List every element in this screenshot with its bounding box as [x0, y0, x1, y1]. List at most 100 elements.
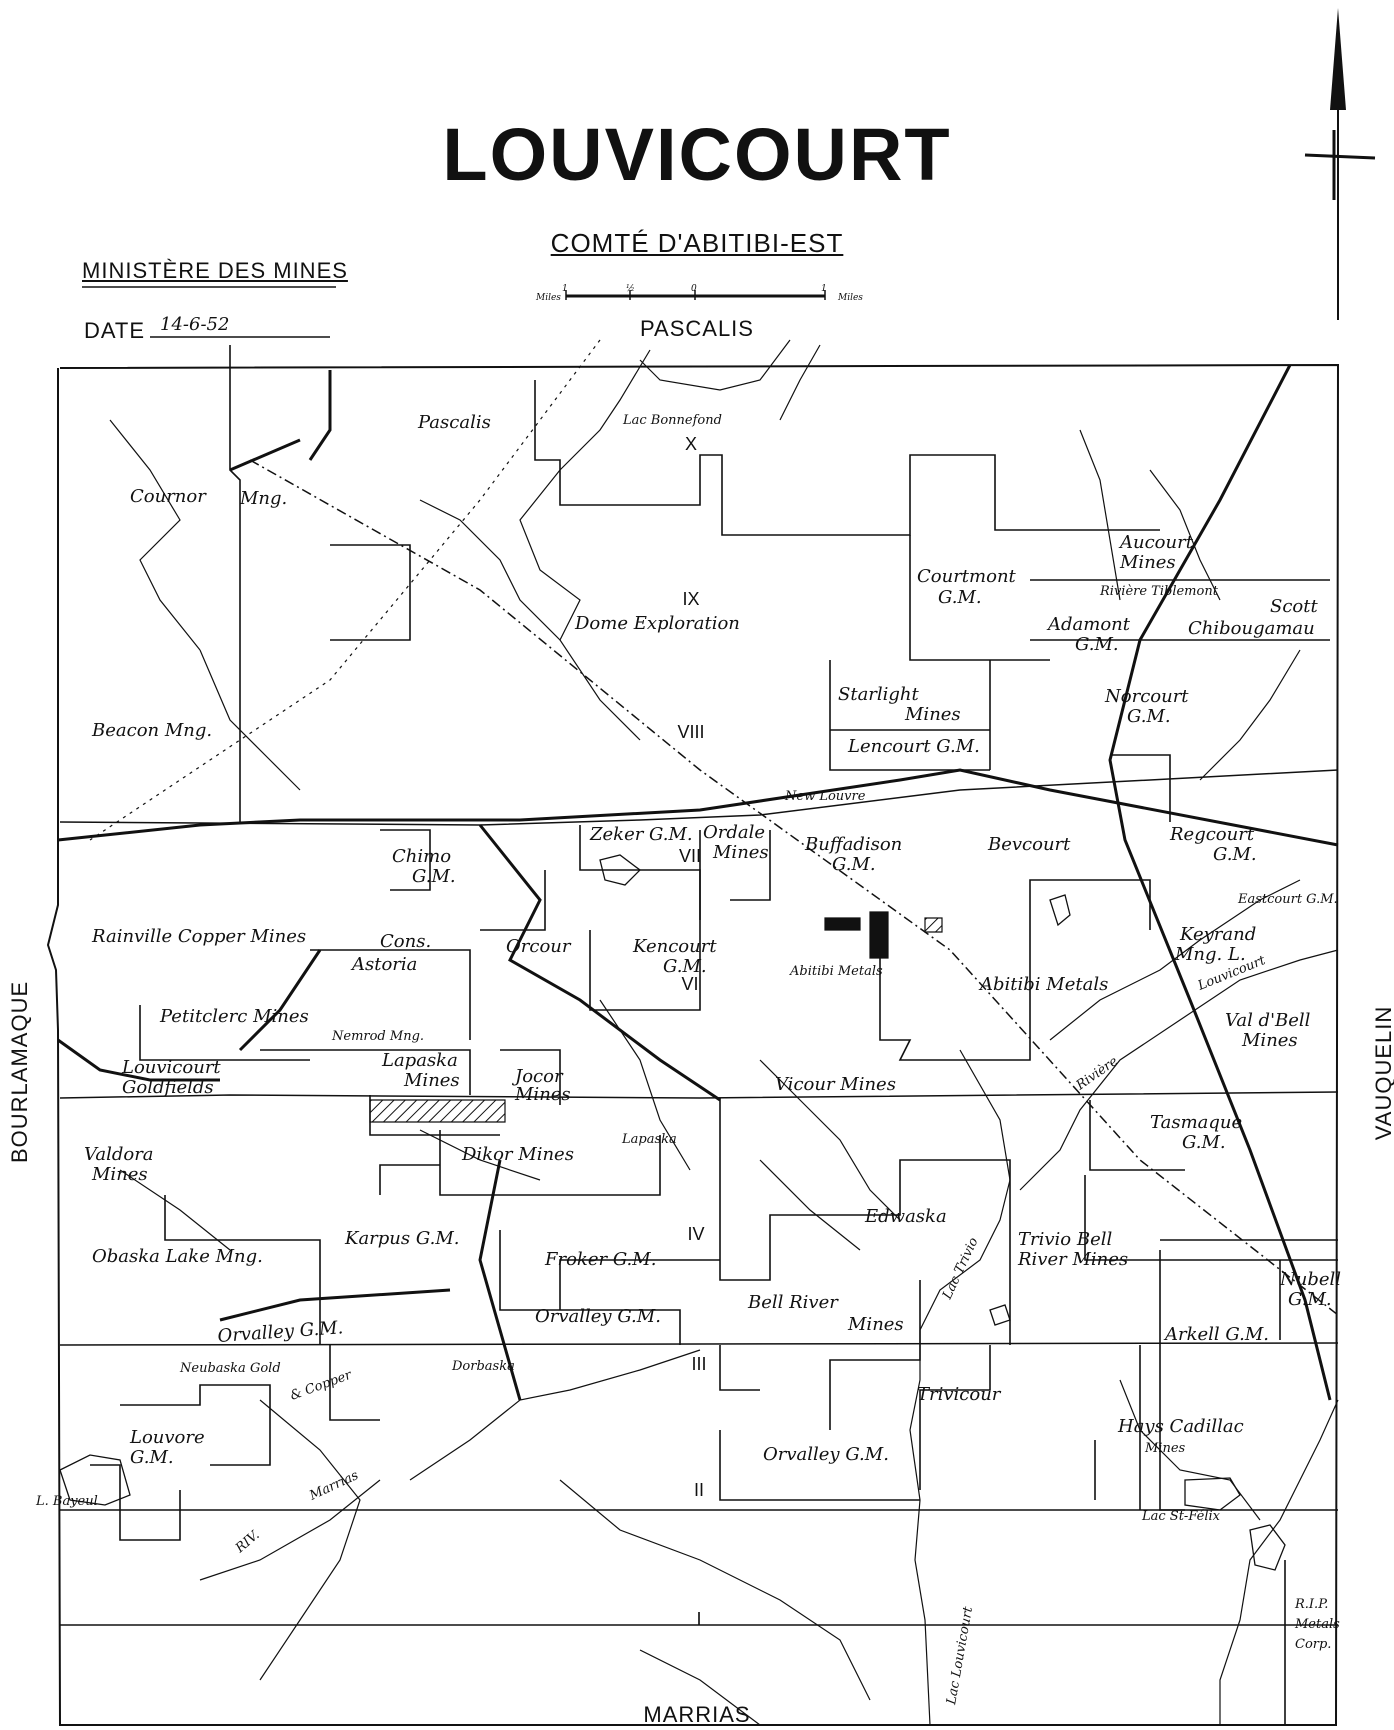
label-nubell-gm: G.M. [1288, 1289, 1332, 1310]
label-tasmaque: Tasmaque [1150, 1112, 1242, 1133]
label-bevcourt: Bevcourt [987, 834, 1071, 855]
scale-unit-right: Miles [837, 293, 863, 303]
label-zeker: Zeker G.M. [589, 824, 693, 845]
label-chibougamau: Chibougamau [1188, 618, 1315, 639]
label-goldfields: Goldfields [122, 1077, 214, 1098]
railways [249, 459, 1339, 1316]
label-chimo-gm: G.M. [412, 866, 456, 887]
label-rip: R.I.P. [1294, 1597, 1328, 1612]
label-keyrand: Keyrand [1179, 924, 1256, 945]
township-boundary [46, 363, 1340, 1726]
label-courtmont: Courtmont [917, 566, 1017, 587]
label-valdora-mines: Mines [91, 1164, 148, 1185]
range-ii: II [694, 1480, 704, 1500]
label-orcour: Orcour [506, 936, 572, 957]
ministry-label: MINISTÈRE DES MINES [82, 258, 348, 283]
label-val-dbell-mines: Mines [1241, 1030, 1298, 1051]
label-louvore: Louvore [129, 1427, 205, 1448]
label-riviere-tiblemont: Rivière Tiblemont [1099, 584, 1219, 599]
scale-tick-half: ½ [626, 283, 635, 294]
label-lac-st-felix: Lac St-Félix [1141, 1509, 1221, 1524]
label-eastcourt: Eastcourt G.M. [1237, 892, 1338, 907]
scale-tick-1-right: 1 [821, 284, 827, 294]
label-l-bayeul: L. Bayeul [35, 1494, 98, 1509]
roads [57, 364, 1339, 1401]
label-norcourt-gm: G.M. [1127, 706, 1171, 727]
label-louvore-gm: G.M. [130, 1447, 174, 1468]
label-riv: RIV. [232, 1528, 262, 1557]
scale-tick-0: 0 [691, 284, 697, 294]
label-dikor: Dikor Mines [461, 1144, 574, 1165]
label-louvicourt-goldfields: Louvicourt [121, 1057, 221, 1078]
label-kencourt-gm: G.M. [663, 956, 707, 977]
label-trivio: Trivio Bell [1018, 1229, 1112, 1250]
label-nemrod: Nemrod Mng. [331, 1029, 424, 1044]
range-x: X [685, 434, 697, 454]
north-arrow-icon [1304, 8, 1376, 320]
label-marrias-riv: Marrias [306, 1468, 361, 1504]
label-edwaska: Edwaska [864, 1206, 947, 1227]
label-jocor-mines: Mines [514, 1084, 571, 1105]
date-label: DATE [84, 318, 146, 343]
label-adamont: Adamont [1046, 614, 1131, 635]
label-regcourt: Regcourt [1169, 824, 1255, 845]
label-chimo: Chimo [392, 846, 451, 867]
range-iv: IV [687, 1224, 704, 1244]
label-new-louvre: New Louvre [784, 789, 866, 804]
range-iii: III [691, 1354, 706, 1374]
label-abitibi-metals-small: Abitibi Metals [789, 964, 883, 979]
label-obaska: Obaska Lake Mng. [92, 1246, 263, 1267]
label-pascalis: Pascalis [417, 412, 491, 433]
label-arkell: Arkell G.M. [1163, 1324, 1269, 1345]
label-adamont-gm: G.M. [1075, 634, 1119, 655]
range-vi: VI [681, 974, 698, 994]
label-lac-louvicourt: Lac Louvicourt [944, 1605, 976, 1707]
label-trivio-river: River Mines [1017, 1249, 1128, 1270]
label-scott: Scott [1270, 596, 1318, 617]
label-courtmont-gm: G.M. [938, 587, 982, 608]
label-aucourt-mines: Mines [1119, 552, 1176, 573]
label-cournor: Cournor [130, 486, 207, 507]
mine-workings [369, 911, 943, 1123]
label-rip-corp: Corp. [1295, 1637, 1331, 1652]
label-lencourt: Lencourt G.M. [847, 736, 980, 757]
label-beacon: Beacon Mng. [91, 720, 212, 741]
label-orvalley-2: Orvalley G.M. [535, 1306, 661, 1327]
label-buffadison: Buffadison [804, 834, 902, 855]
label-hays-mines: Mines [1144, 1441, 1186, 1456]
rivers [109, 339, 1339, 1726]
label-kencourt: Kencourt [632, 936, 717, 957]
range-i: I [696, 1609, 701, 1629]
label-lapaska: Lapaska [381, 1050, 458, 1071]
north-border-label: PASCALIS [640, 316, 754, 341]
label-rainville: Rainville Copper Mines [91, 926, 306, 947]
label-nubell: Nubell [1279, 1269, 1341, 1290]
label-orvalley-3: Orvalley G.M. [763, 1444, 889, 1465]
label-norcourt: Norcourt [1104, 686, 1189, 707]
label-rip-metals: Metals [1294, 1617, 1340, 1632]
label-valdora: Valdora [84, 1144, 154, 1165]
label-abitibi-metals: Abitibi Metals [978, 974, 1108, 995]
label-starlight: Starlight [838, 684, 920, 705]
claim-boundaries [90, 345, 1338, 1725]
label-bell-river: Bell River [747, 1292, 839, 1313]
scale-tick-1: 1 [562, 284, 568, 294]
scale-unit-left: Miles [535, 293, 561, 303]
county-subtitle: COMTÉ D'ABITIBI-EST [550, 228, 844, 258]
lakes [59, 854, 1286, 1571]
label-astoria: Astoria [350, 954, 417, 975]
scale-bar: Miles Miles 1 ½ 0 1 [535, 283, 863, 303]
label-regcourt-gm: G.M. [1213, 844, 1257, 865]
label-ordale: Ordale [703, 822, 765, 843]
south-border-label: MARRIAS [643, 1702, 751, 1727]
label-karpus: Karpus G.M. [344, 1228, 459, 1249]
label-keyrand-mng: Mng. L. [1174, 944, 1246, 965]
label-val-dbell: Val d'Bell [1225, 1010, 1311, 1031]
label-aucourt: Aucourt [1118, 532, 1194, 553]
label-neubaska: Neubaska Gold [179, 1361, 281, 1376]
label-cons: Cons. [380, 931, 431, 952]
label-bell-river-mines: Mines [847, 1314, 904, 1335]
label-buffadison-gm: G.M. [832, 854, 876, 875]
